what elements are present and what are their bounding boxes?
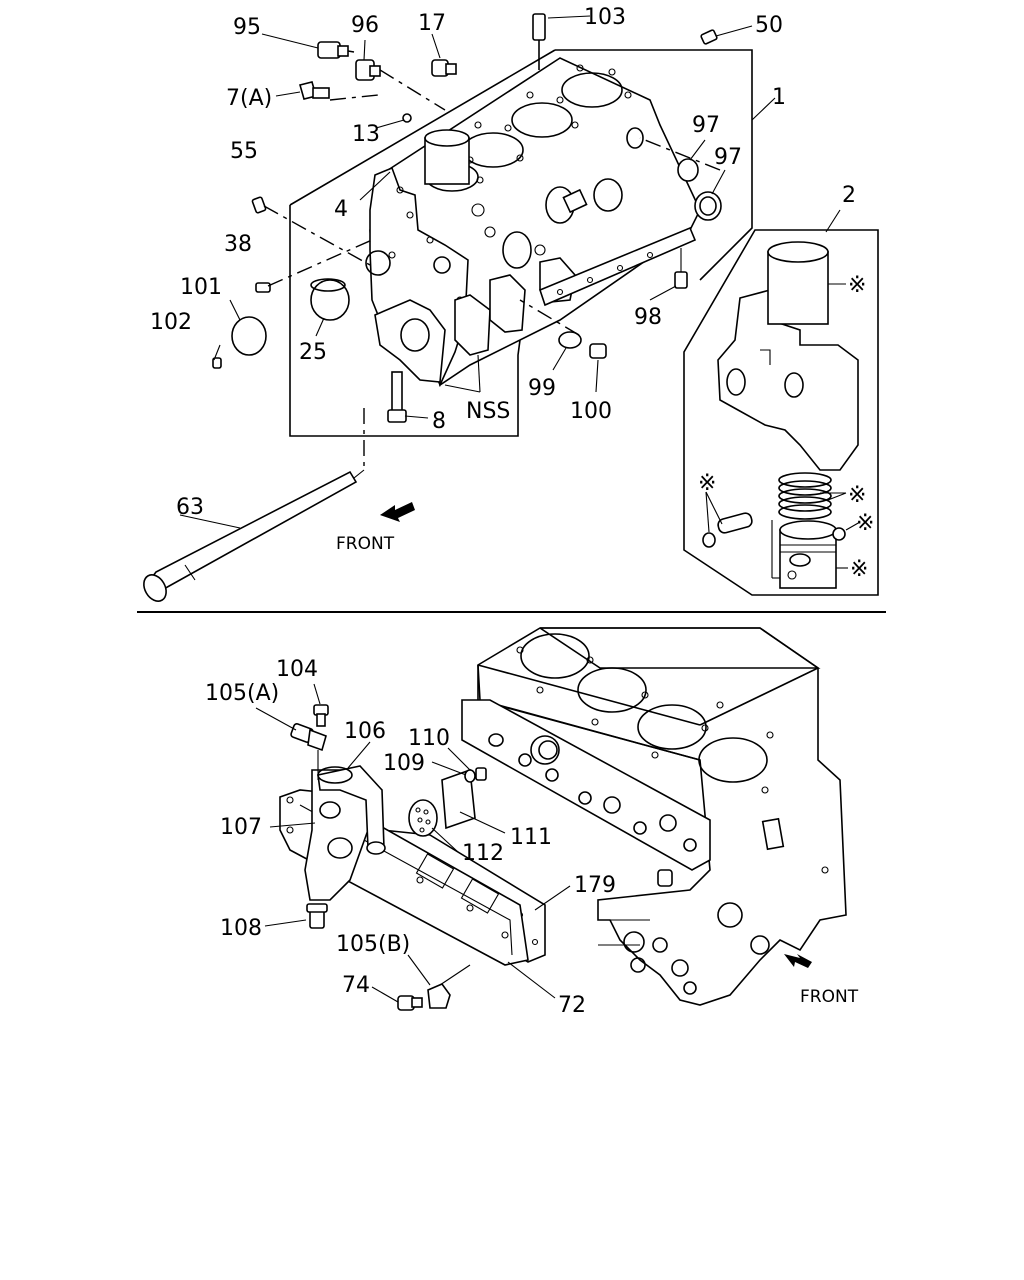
- plug-101: [231, 316, 267, 356]
- sensor-17: [431, 59, 457, 77]
- callout-102: 102: [150, 310, 192, 335]
- callout-98: 98: [634, 305, 662, 330]
- leaders-top: [179, 15, 841, 529]
- callout-107: 107: [220, 815, 262, 840]
- sensor-95: [317, 41, 355, 59]
- pin-55: [251, 196, 267, 214]
- callout-25: 25: [299, 340, 327, 365]
- piston-rings: [778, 472, 832, 520]
- callout-38: 38: [224, 232, 252, 257]
- callout-104: 104: [276, 657, 318, 682]
- callout-100: 100: [570, 399, 612, 424]
- cylinder-block-section: FRONT: [143, 13, 841, 602]
- front-arrow-bottom: FRONT: [784, 954, 859, 1007]
- callout-55: 55: [230, 139, 258, 164]
- piston: [779, 520, 837, 589]
- piston-pin: [717, 512, 753, 534]
- pin-50: [700, 29, 718, 45]
- callout-110: 110: [408, 726, 450, 751]
- dowel-38: [255, 282, 271, 293]
- drain-108: [306, 903, 328, 929]
- star-mark-pin: ※: [698, 471, 716, 496]
- callout-97a: 97: [692, 113, 720, 138]
- snap-ring: [702, 532, 716, 548]
- bracket-105b: [427, 964, 471, 1009]
- callout-17: 17: [418, 11, 446, 36]
- screen-112: [408, 799, 438, 837]
- bushing-25: [310, 278, 350, 321]
- dipstick-guide-63: [143, 470, 358, 602]
- callout-105a: 105(A): [205, 681, 279, 706]
- inset-piston-assembly: ※ ※ ※ ※ ※: [683, 229, 879, 596]
- callout-95: 95: [233, 15, 261, 40]
- callouts-bottom: 104 105(A) 106 110 109 107 111 112 179 1…: [205, 657, 616, 1018]
- star-mark-liner: ※: [848, 273, 866, 298]
- callout-99: 99: [528, 376, 556, 401]
- assembly-frame-top: [289, 49, 556, 206]
- callout-103: 103: [584, 5, 626, 30]
- callout-4: 4: [334, 197, 348, 222]
- front-label-top: FRONT: [336, 534, 395, 554]
- cooler-housing-107: [304, 769, 369, 901]
- pin-98: [674, 248, 688, 289]
- callout-72: 72: [558, 993, 586, 1018]
- callout-111: 111: [510, 825, 552, 850]
- bolt-74: [397, 995, 423, 1011]
- snap-ring-right: [832, 527, 846, 541]
- bracket-105a: [290, 723, 327, 780]
- callout-97b: 97: [714, 145, 742, 170]
- bolt-110: [475, 767, 487, 781]
- callout-101: 101: [180, 275, 222, 300]
- callout-112: 112: [462, 841, 504, 866]
- star-mark-piston: ※: [850, 557, 868, 582]
- sensor-96: [355, 59, 381, 81]
- callout-50: 50: [755, 13, 783, 38]
- seal-97b: [694, 191, 722, 221]
- front-label-bottom: FRONT: [800, 987, 859, 1007]
- callout-74: 74: [342, 973, 370, 998]
- cylinder-block-side: [461, 627, 847, 1006]
- bolt-13: [402, 113, 412, 123]
- callout-2: 2: [842, 183, 856, 208]
- cylinder-block: [365, 57, 701, 393]
- block-side-section: FRONT: [255, 627, 859, 1011]
- callout-179: 179: [574, 873, 616, 898]
- washer-109: [464, 769, 476, 783]
- star-mark-rings: ※: [848, 483, 866, 508]
- star-mark-snapring: ※: [856, 511, 874, 536]
- seal-97a: [677, 158, 699, 182]
- inset-block-fragment: [717, 241, 859, 471]
- callout-63: 63: [176, 495, 204, 520]
- bolt-100: [589, 343, 607, 359]
- leaders-bottom: [255, 683, 571, 1003]
- callout-106: 106: [344, 719, 386, 744]
- fitting-103: [532, 13, 546, 70]
- washer-99: [558, 331, 582, 349]
- bolt-8: [387, 371, 407, 423]
- front-arrow-top: FRONT: [336, 502, 415, 554]
- callout-8: 8: [432, 409, 446, 434]
- callout-109: 109: [383, 751, 425, 776]
- callout-96: 96: [351, 13, 379, 38]
- callout-108: 108: [220, 916, 262, 941]
- bolt-7a: [299, 81, 330, 100]
- callout-7a: 7(A): [226, 86, 272, 111]
- callout-nss: NSS: [466, 399, 510, 424]
- assembly-frame-left: [289, 205, 521, 437]
- bolt-104: [313, 704, 329, 727]
- assembly-frame-right: [555, 49, 753, 281]
- callout-13: 13: [352, 122, 380, 147]
- plug-102: [212, 357, 222, 369]
- callouts-top: 95 96 17 103 50 7(A) 13 1 97 97 55 4 2 3…: [150, 5, 856, 520]
- callout-105b: 105(B): [336, 932, 410, 957]
- callout-1: 1: [772, 85, 786, 110]
